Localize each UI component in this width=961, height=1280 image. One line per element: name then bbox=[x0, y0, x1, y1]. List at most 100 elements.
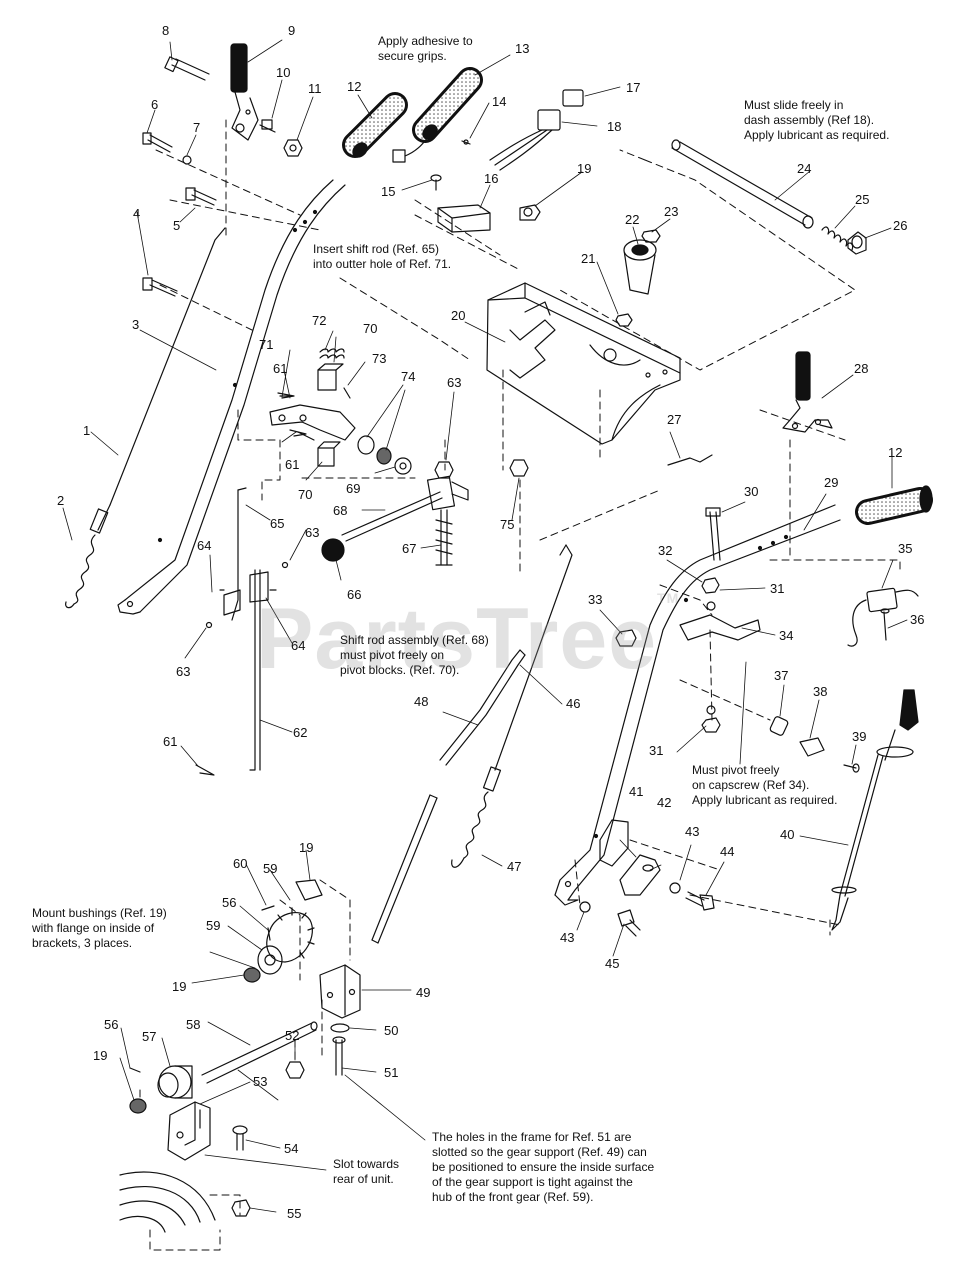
ref-label: 31 bbox=[649, 743, 664, 758]
ref-label: 59 bbox=[263, 861, 278, 876]
ref-label: 11 bbox=[308, 81, 322, 96]
ref-label: 32 bbox=[658, 543, 673, 558]
mount-bracket-53 bbox=[119, 1101, 251, 1233]
chute-crank-40 bbox=[769, 689, 919, 931]
ref-label: 61 bbox=[273, 361, 288, 376]
shift-rods-65-62 bbox=[195, 392, 307, 776]
note-bushings: Mount bushings (Ref. 19) with flange on … bbox=[32, 906, 167, 950]
ref-label: 59 bbox=[206, 918, 221, 933]
cable-46-rod-48 bbox=[371, 544, 573, 944]
ref-label: 10 bbox=[276, 65, 291, 80]
ref-label: 24 bbox=[797, 161, 812, 176]
ref-label: 43 bbox=[685, 824, 700, 839]
ref-label: 70 bbox=[363, 321, 378, 336]
upper-handle-right bbox=[554, 351, 841, 906]
ref-label: 51 bbox=[384, 1065, 399, 1080]
ref-label: 12 bbox=[347, 79, 362, 94]
ref-label: 21 bbox=[581, 251, 596, 266]
cable-part-27 bbox=[667, 454, 713, 466]
note-slot: Slot towards rear of unit. bbox=[333, 1157, 400, 1186]
ref-label: 37 bbox=[774, 668, 789, 683]
ref-label: 22 bbox=[625, 212, 640, 227]
ref-label: 1 bbox=[83, 423, 91, 438]
ref-label: 61 bbox=[163, 734, 178, 749]
note-pivot-capscrew: Must pivot freely on capscrew (Ref 34). … bbox=[692, 763, 838, 807]
ref-label: 70 bbox=[298, 487, 313, 502]
ref-label: 19 bbox=[93, 1048, 108, 1063]
upper-handle-left bbox=[117, 179, 346, 615]
ref-label: 20 bbox=[451, 308, 466, 323]
ref-label: 28 bbox=[854, 361, 869, 376]
note-shift-pivot: Shift rod assembly (Ref. 68) must pivot … bbox=[340, 633, 489, 677]
ref-label: 14 bbox=[492, 94, 507, 109]
ref-label: 74 bbox=[401, 369, 416, 384]
ref-label: 53 bbox=[253, 1074, 268, 1089]
ref-label: 3 bbox=[132, 317, 140, 332]
ref-label: 45 bbox=[605, 956, 620, 971]
ref-label: 66 bbox=[347, 587, 362, 602]
ref-label: 54 bbox=[284, 1141, 299, 1156]
ref-label: 2 bbox=[57, 493, 65, 508]
shift-lever-assembly bbox=[269, 348, 412, 475]
ref-label: 38 bbox=[813, 684, 828, 699]
ref-label: 46 bbox=[566, 696, 581, 711]
ref-label: 47 bbox=[507, 859, 522, 874]
ref-label: 63 bbox=[176, 664, 191, 679]
ref-label: 58 bbox=[186, 1017, 201, 1032]
ref-label: 18 bbox=[607, 119, 622, 134]
ref-label: 65 bbox=[270, 516, 285, 531]
ref-label: 73 bbox=[372, 351, 387, 366]
ref-label: 23 bbox=[664, 204, 679, 219]
trademark-mark: TM bbox=[657, 590, 680, 606]
ref-label: 67 bbox=[402, 541, 417, 556]
watermark: PartsTreeTM bbox=[256, 590, 679, 689]
ref-label: 63 bbox=[305, 525, 320, 540]
pivot-bracket-34 bbox=[615, 507, 761, 733]
ref-label: 75 bbox=[500, 517, 515, 532]
ref-label: 17 bbox=[626, 80, 641, 95]
ref-label: 8 bbox=[162, 23, 170, 38]
ref-label: 16 bbox=[484, 171, 499, 186]
ref-label: 12 bbox=[888, 445, 903, 460]
ref-label: 52 bbox=[285, 1028, 300, 1043]
lever-part-9 bbox=[230, 43, 259, 141]
ref-label: 35 bbox=[898, 541, 913, 556]
ref-label: 25 bbox=[855, 192, 870, 207]
control-cable-left bbox=[65, 227, 226, 609]
ref-label: 9 bbox=[288, 23, 296, 38]
watermark-text: PartsTree bbox=[256, 591, 658, 687]
ref-label: 42 bbox=[657, 795, 672, 810]
ref-label: 61 bbox=[285, 457, 300, 472]
switch-part-35 bbox=[847, 587, 919, 647]
ref-label: 64 bbox=[197, 538, 212, 553]
ref-label: 33 bbox=[588, 592, 603, 607]
ref-label: 41 bbox=[629, 784, 644, 799]
ref-label: 19 bbox=[299, 840, 314, 855]
handle-grip-right bbox=[855, 485, 933, 525]
ref-label: 29 bbox=[824, 475, 839, 490]
ref-label: 30 bbox=[744, 484, 759, 499]
ref-label: 44 bbox=[720, 844, 735, 859]
ref-label: 13 bbox=[515, 41, 530, 56]
ref-label: 72 bbox=[312, 313, 327, 328]
note-slide: Must slide freely in dash assembly (Ref … bbox=[744, 98, 890, 142]
dash-rod-assembly bbox=[671, 139, 867, 255]
ref-label: 49 bbox=[416, 985, 431, 1000]
ref-label: 31 bbox=[770, 581, 785, 596]
gear-assembly bbox=[129, 879, 361, 1114]
ref-label: 43 bbox=[560, 930, 575, 945]
ref-label: 36 bbox=[910, 612, 925, 627]
ref-label: 64 bbox=[291, 638, 306, 653]
dash-panel-20 bbox=[486, 282, 681, 445]
ref-label: 6 bbox=[151, 97, 159, 112]
ref-label: 19 bbox=[577, 161, 592, 176]
ref-label: 69 bbox=[346, 481, 361, 496]
knob-part-22 bbox=[615, 229, 661, 327]
ref-label: 40 bbox=[780, 827, 795, 842]
ref-label: 62 bbox=[293, 725, 308, 740]
shift-rod-assembly bbox=[321, 459, 529, 566]
ref-label: 50 bbox=[384, 1023, 399, 1038]
ref-label: 26 bbox=[893, 218, 908, 233]
